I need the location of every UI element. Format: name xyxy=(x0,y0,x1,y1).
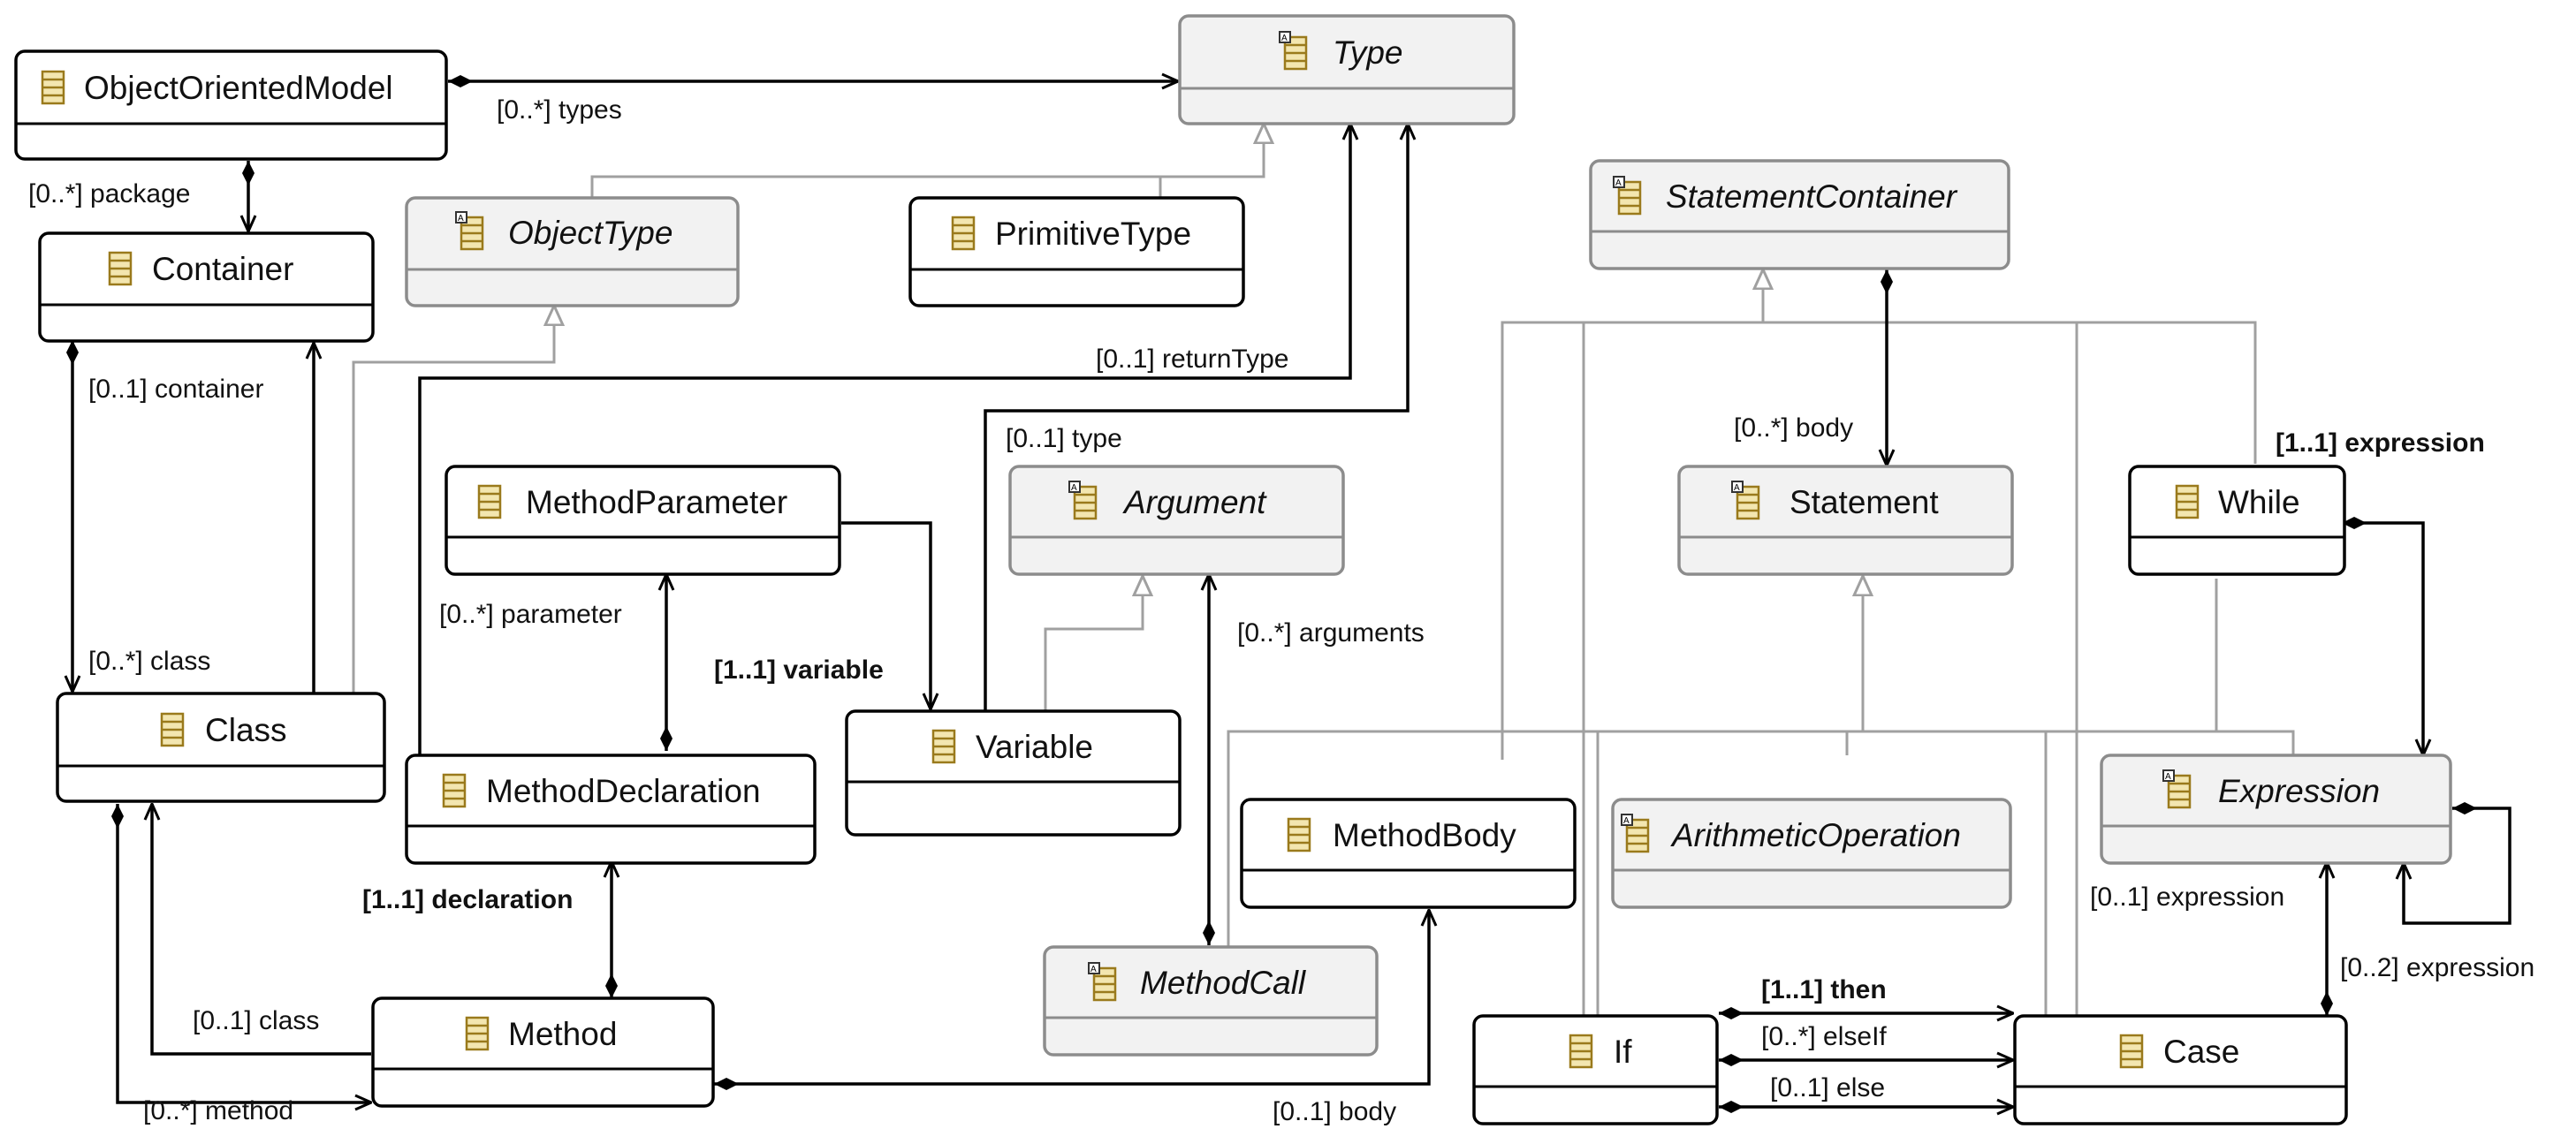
inherit-variable-argument xyxy=(1044,576,1143,711)
class-name: MethodParameter xyxy=(526,484,787,520)
class-name: Case xyxy=(2163,1034,2239,1070)
label-elseif: [0..*] elseIf xyxy=(1761,1022,1887,1051)
class-icon xyxy=(477,484,502,519)
inherit-statement-children xyxy=(1227,730,2295,950)
class-box-type[interactable]: Type xyxy=(1178,14,1516,125)
class-box-methoddeclaration[interactable]: MethodDeclaration xyxy=(405,754,817,865)
class-icon xyxy=(2119,1034,2144,1069)
class-name: If xyxy=(1614,1034,1632,1070)
label-class-method: [0..*] method xyxy=(143,1096,293,1125)
class-icon xyxy=(931,729,956,764)
class-box-statement[interactable]: Statement xyxy=(1677,465,2014,576)
label-types: [0..*] types xyxy=(497,95,622,125)
class-icon xyxy=(442,773,467,808)
class-name: MethodCall xyxy=(1140,965,1307,1001)
class-name: Expression xyxy=(2218,773,2380,809)
class-name: Variable xyxy=(976,729,1093,765)
class-box-if[interactable]: If xyxy=(1472,1014,1719,1125)
class-icon xyxy=(2175,484,2200,519)
class-name: Class xyxy=(205,712,287,748)
class-box-methodbody[interactable]: MethodBody xyxy=(1240,798,1577,909)
class-box-argument[interactable]: Argument xyxy=(1008,465,1345,576)
class-icon xyxy=(41,70,65,105)
label-declaration: [1..1] declaration xyxy=(362,885,573,914)
class-name: MethodDeclaration xyxy=(486,773,761,809)
class-icon xyxy=(1569,1034,1593,1069)
label-case-expression: [0..1] expression xyxy=(2090,883,2284,912)
label-body: [0..*] body xyxy=(1734,413,1853,443)
class-name: ArithmeticOperation xyxy=(1670,817,1961,853)
label-then: [1..1] then xyxy=(1761,975,1887,1004)
reference-labels: [0..*] types [0..*] package [0..1] conta… xyxy=(28,95,2534,1126)
class-name: Method xyxy=(508,1016,617,1052)
label-else: [0..1] else xyxy=(1770,1073,1885,1102)
label-while-expression: [1..1] expression xyxy=(2276,428,2485,458)
ref-var-type xyxy=(984,124,1408,711)
label-package: [0..*] package xyxy=(28,179,190,208)
class-box-arithmeticoperation[interactable]: ArithmeticOperation xyxy=(1611,798,2012,909)
class-name: StatementContainer xyxy=(1666,178,1958,215)
class-name: PrimitiveType xyxy=(995,216,1191,252)
class-icon xyxy=(465,1016,490,1051)
label-method-body: [0..1] body xyxy=(1273,1097,1396,1126)
label-var-type: [0..1] type xyxy=(1006,424,1122,453)
reference-lines xyxy=(72,81,2511,1107)
class-name: Argument xyxy=(1122,484,1267,520)
label-container-class: [0..*] class xyxy=(88,647,210,676)
class-name: Container xyxy=(152,251,293,287)
class-box-expression[interactable]: Expression xyxy=(2100,754,2452,865)
ref-returntype xyxy=(418,124,1350,755)
label-parameter: [0..*] parameter xyxy=(439,600,622,629)
class-icon xyxy=(1287,817,1311,852)
class-box-method[interactable]: Method xyxy=(371,996,715,1108)
class-box-while[interactable]: While xyxy=(2128,465,2346,576)
class-box-primitivetype[interactable]: PrimitiveType xyxy=(908,196,1245,307)
ref-variable xyxy=(841,521,931,709)
class-name: ObjectType xyxy=(508,215,672,251)
class-box-case[interactable]: Case xyxy=(2013,1014,2348,1125)
class-name: Type xyxy=(1333,34,1403,71)
class-name: Statement xyxy=(1790,484,1939,520)
inherit-objecttype-type xyxy=(590,124,1264,199)
ref-while-expression xyxy=(2342,523,2423,755)
label-variable: [1..1] variable xyxy=(714,655,884,685)
label-returntype: [0..1] returnType xyxy=(1096,345,1288,374)
class-box-variable[interactable]: Variable xyxy=(845,709,1182,837)
label-expr-expression: [0..2] expression xyxy=(2340,953,2534,982)
class-icon xyxy=(160,712,185,747)
class-box-objectorientedmodel[interactable]: ObjectOrientedModel xyxy=(14,49,448,161)
class-name: ObjectOrientedModel xyxy=(84,70,393,106)
class-box-methodparameter[interactable]: MethodParameter xyxy=(445,465,841,576)
class-box-objecttype[interactable]: ObjectType xyxy=(405,196,740,307)
class-box-container[interactable]: Container xyxy=(38,231,375,343)
inherit-class-objecttype xyxy=(352,306,554,693)
ref-class-method xyxy=(118,804,371,1102)
ref-expr-self xyxy=(2404,808,2511,925)
label-method-class: [0..1] class xyxy=(193,1006,319,1035)
class-name: MethodBody xyxy=(1333,817,1516,853)
class-box-statementcontainer[interactable]: StatementContainer xyxy=(1589,159,2010,270)
label-container: [0..1] container xyxy=(88,375,263,404)
ref-method-body xyxy=(714,910,1429,1084)
class-name: While xyxy=(2218,484,2300,520)
class-box-methodcall[interactable]: MethodCall xyxy=(1043,945,1379,1057)
class-box-class[interactable]: Class xyxy=(56,692,386,803)
class-icon xyxy=(951,216,976,251)
label-arguments: [0..*] arguments xyxy=(1237,618,1425,648)
class-icon xyxy=(108,251,133,286)
